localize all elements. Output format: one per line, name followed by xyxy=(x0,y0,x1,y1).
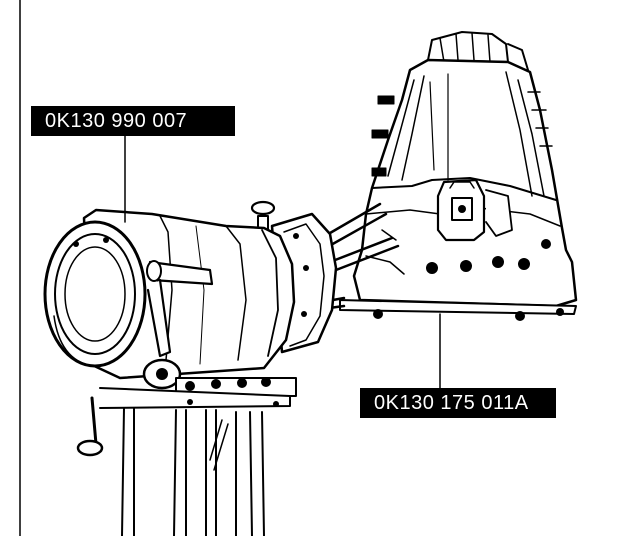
engine-stand-head xyxy=(43,200,338,457)
callout-leaders xyxy=(124,135,441,389)
transmission-housing xyxy=(339,31,578,321)
callout-label-engine-stand: 0K130 990 007 xyxy=(31,106,235,136)
callout-label-transmission-hanger: 0K130 175 011A xyxy=(360,388,556,418)
engine-stand-post xyxy=(121,407,265,536)
